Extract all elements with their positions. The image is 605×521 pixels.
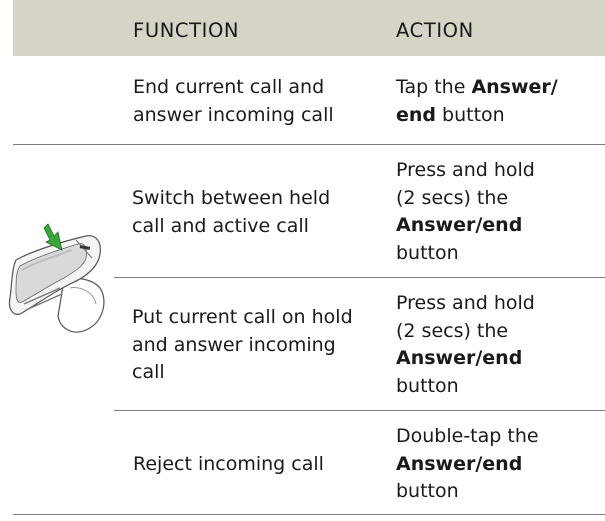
function-cell: End current call and answer incoming cal… — [133, 76, 334, 126]
action-cell: Press and hold (2 secs) the Answer/end b… — [396, 157, 556, 267]
action-text: Press and hold (2 secs) the — [396, 159, 535, 209]
button-name: Answer/end — [396, 214, 523, 236]
action-cell: Tap the Answer/ end button — [396, 74, 566, 129]
action-text: button — [436, 103, 505, 126]
action-text: Double-tap the — [396, 425, 539, 447]
table-row: Switch between held call and active call… — [114, 145, 605, 278]
table-row: Put current call on hold and answer inco… — [114, 278, 605, 411]
table-row: Reject incoming call Double-tap the Answ… — [13, 411, 605, 515]
function-cell: Put current call on hold and answer inco… — [132, 306, 353, 383]
headset-press-icon — [0, 218, 118, 338]
action-text: button — [396, 241, 459, 264]
action-cell: Double-tap the Answer/end button — [396, 423, 566, 506]
action-text: Press and hold (2 secs) the — [396, 292, 535, 342]
button-name: Answer/ end — [396, 76, 558, 126]
function-cell: Switch between held call and active call — [132, 187, 331, 237]
action-text: button — [396, 480, 459, 502]
header-function: FUNCTION — [133, 19, 240, 42]
button-name: Answer/end — [396, 347, 523, 369]
table-header: FUNCTION ACTION — [13, 0, 605, 56]
action-cell: Press and hold (2 secs) the Answer/end b… — [396, 290, 556, 400]
action-text: Tap the — [396, 76, 472, 98]
action-text: button — [396, 374, 459, 397]
header-action: ACTION — [396, 19, 474, 42]
function-cell: Reject incoming call — [133, 453, 324, 475]
table-row: End current call and answer incoming cal… — [13, 56, 605, 145]
button-name: Answer/end — [396, 452, 523, 475]
